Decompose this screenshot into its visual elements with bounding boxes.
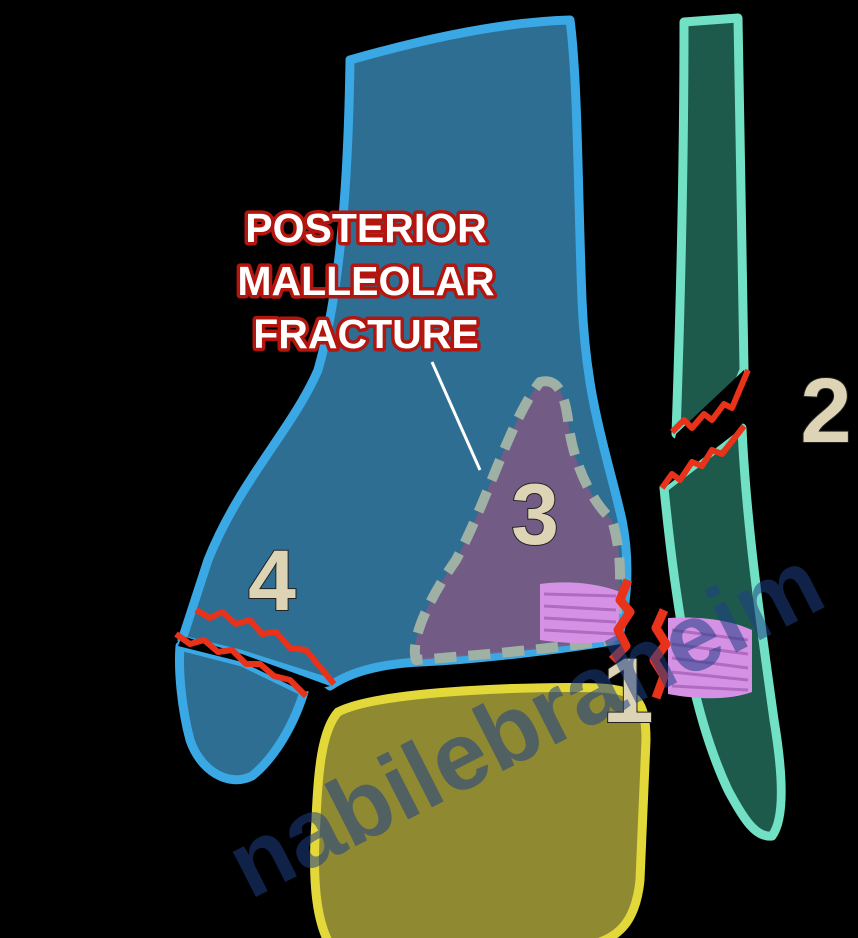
fibula-upper — [671, 13, 749, 439]
ligament-rupture-mark-fibular — [649, 608, 671, 700]
medial-malleolus-fragment — [175, 641, 309, 785]
label-1: 1 — [602, 640, 653, 742]
talus — [310, 683, 651, 938]
medial-malleolus-fracture-line-upper — [194, 607, 337, 686]
callout-leader-line — [430, 361, 482, 471]
callout-posterior-malleolar-fracture: POSTERIOR MALLEOLAR FRACTURE — [234, 202, 498, 361]
medial-malleolus-fracture-line-lower — [174, 631, 309, 699]
syndesmosis-ligament — [540, 582, 752, 699]
label-2: 2 — [800, 360, 851, 462]
label-3: 3 — [511, 467, 559, 563]
fibula-fracture-line-upper — [669, 368, 751, 435]
fibula-fracture-gap — [664, 370, 744, 488]
callout-line-2: MALLEOLAR — [237, 258, 494, 304]
ligament-rupture-mark-tibial — [608, 578, 635, 664]
label-4: 4 — [248, 533, 296, 629]
fibula-fracture-line-lower — [659, 424, 747, 490]
callout-line-1: POSTERIOR — [245, 205, 486, 251]
callout-line-3: FRACTURE — [253, 311, 478, 357]
